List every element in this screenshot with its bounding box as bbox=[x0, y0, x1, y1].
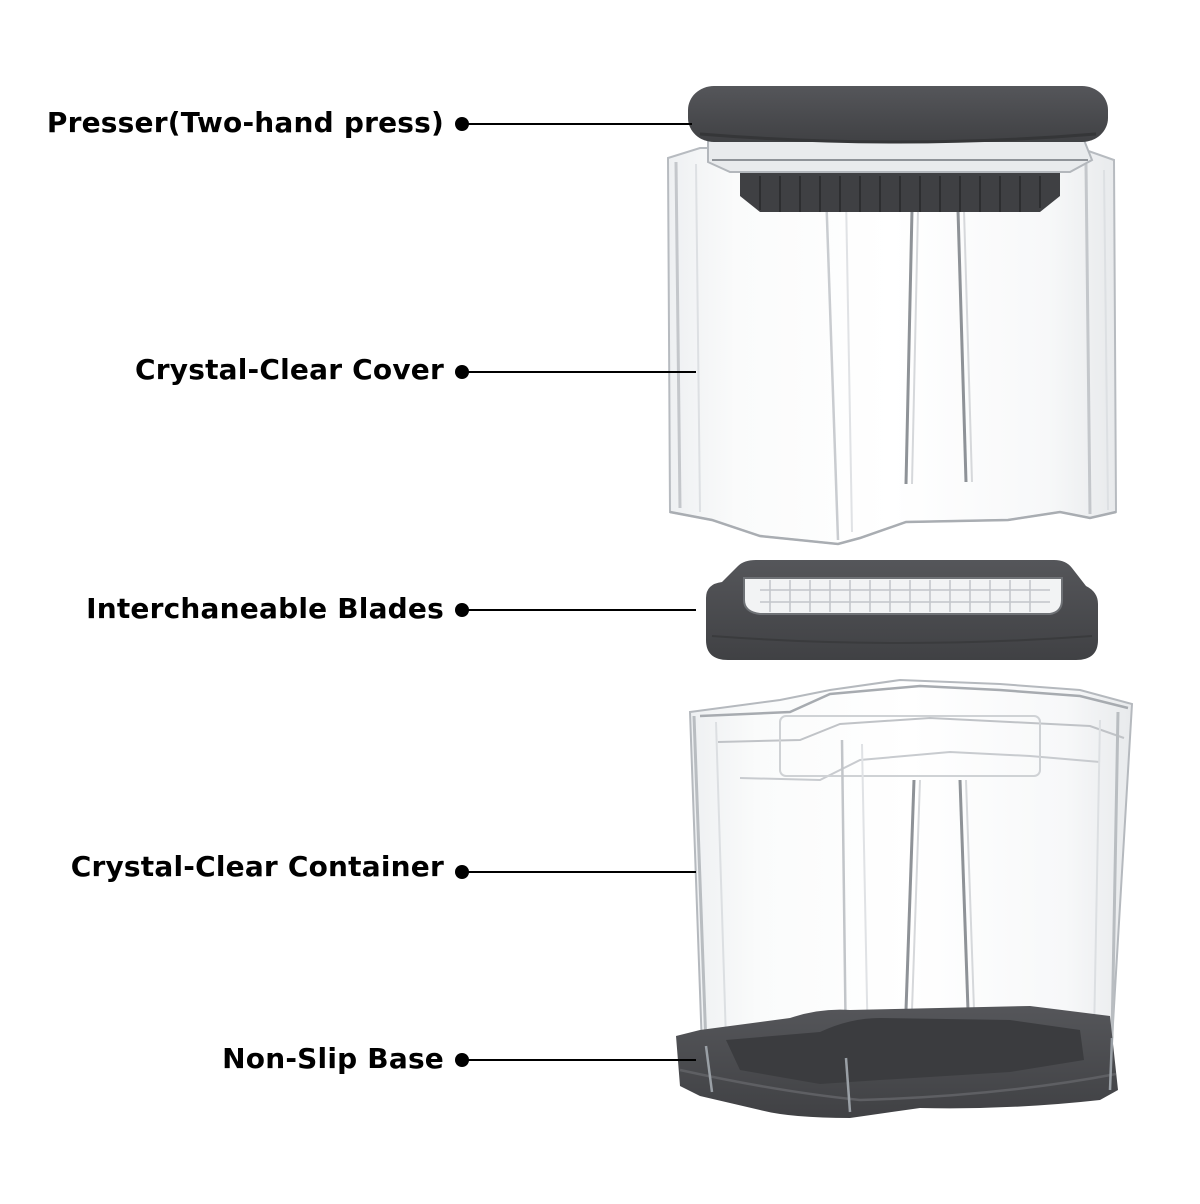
blade-tray-part bbox=[706, 560, 1098, 660]
cover-part bbox=[666, 147, 1118, 546]
callout-label-blades: Interchaneable Blades bbox=[86, 592, 444, 625]
base-part bbox=[676, 1006, 1118, 1118]
callout-label-presser: Presser(Two-hand press) bbox=[46, 106, 444, 139]
callout-label-container: Crystal-Clear Container bbox=[70, 850, 444, 883]
presser-part bbox=[688, 86, 1108, 212]
callout-leaders bbox=[455, 117, 696, 1067]
callout-label-base: Non-Slip Base bbox=[222, 1042, 444, 1075]
callout-label-cover: Crystal-Clear Cover bbox=[135, 353, 444, 386]
container-part bbox=[688, 678, 1134, 1062]
presser-lid bbox=[688, 86, 1108, 142]
